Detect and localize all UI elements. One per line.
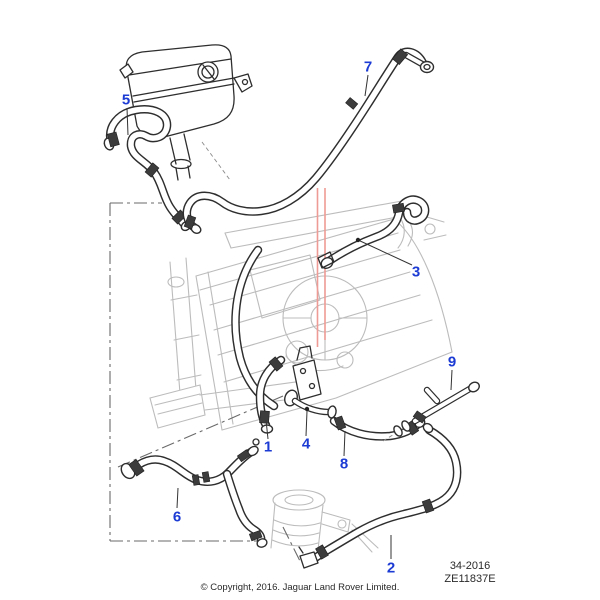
hose5-drawing bbox=[103, 105, 192, 232]
leader-lines bbox=[126, 74, 453, 559]
boundary-box bbox=[109, 202, 302, 564]
callout-1[interactable]: 1 bbox=[263, 438, 273, 456]
callout-7[interactable]: 7 bbox=[363, 58, 373, 76]
copyright-notice: © Copyright, 2016. Jaguar Land Rover Lim… bbox=[200, 582, 400, 593]
hose6-drawing bbox=[120, 438, 268, 548]
callout-2[interactable]: 2 bbox=[386, 559, 396, 577]
engine-mount-drawing bbox=[149, 257, 206, 429]
drawing-reference-block: 34-2016 ZE11837E bbox=[430, 560, 510, 585]
pipe4-drawing bbox=[284, 345, 337, 419]
pipe9-drawing bbox=[382, 381, 480, 442]
hose3-drawing bbox=[317, 195, 430, 269]
callout-6[interactable]: 6 bbox=[172, 508, 182, 526]
callout-9[interactable]: 9 bbox=[447, 353, 457, 371]
callout-5[interactable]: 5 bbox=[121, 91, 131, 109]
callout-3[interactable]: 3 bbox=[411, 263, 421, 281]
hose2-drawing bbox=[298, 422, 462, 569]
drawing-code: ZE11837E bbox=[444, 572, 496, 585]
callout-4[interactable]: 4 bbox=[301, 435, 311, 453]
hose7-drawing bbox=[182, 47, 435, 234]
callout-8[interactable]: 8 bbox=[339, 455, 349, 473]
water-pump-drawing bbox=[270, 489, 379, 553]
hose1-drawing bbox=[231, 245, 286, 434]
section-code: 34-2016 bbox=[449, 560, 491, 572]
